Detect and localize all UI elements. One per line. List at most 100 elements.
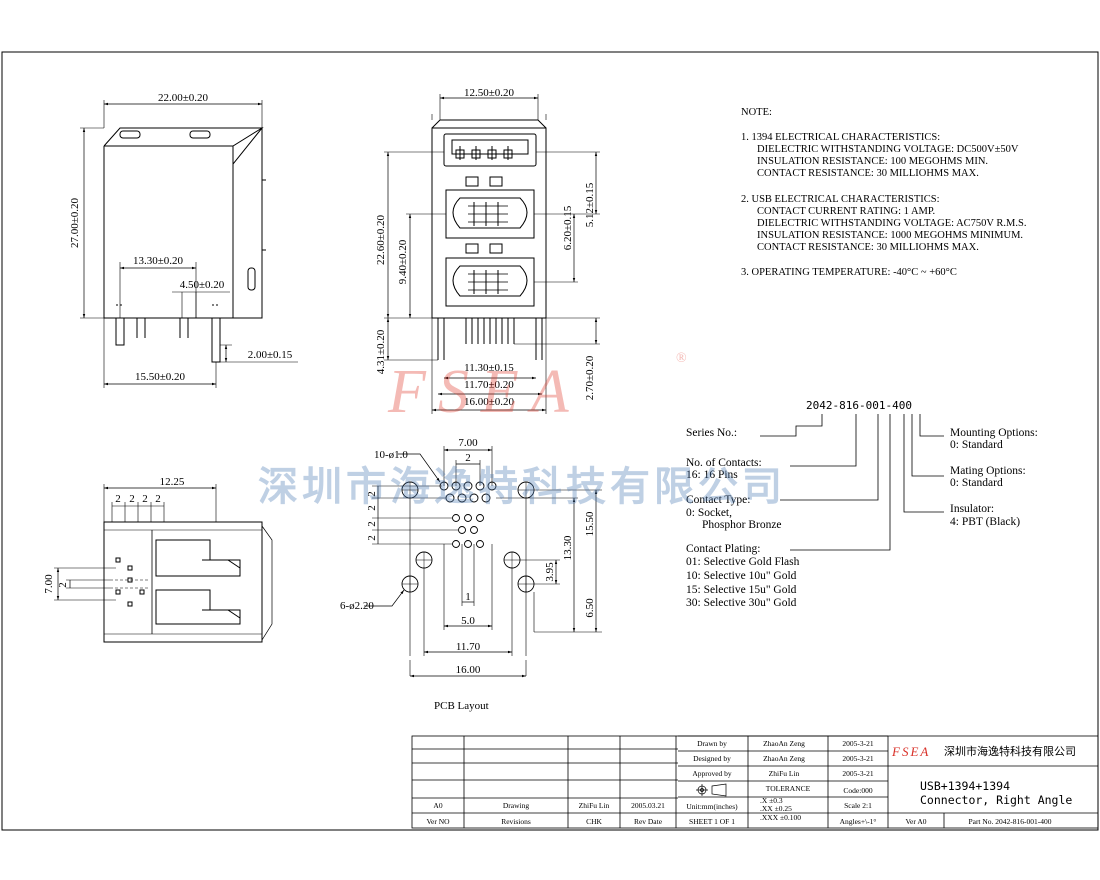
bottom-view-dims: 12.25 2 2 2 2 7.00 2 — [43, 476, 185, 594]
dim-bottom-width: 12.25 — [160, 476, 185, 488]
note-2: 2. USB ELECTRICAL CHARACTERISTICS: — [741, 194, 940, 205]
tb-header-date: Rev Date — [634, 817, 663, 826]
dim-pin-offset: 4.50±0.20 — [180, 279, 225, 291]
tb-rev-date-value: 2005.03.21 — [631, 801, 665, 810]
dim-base: 15.50±0.20 — [135, 371, 186, 383]
dim-bottom-p1: 2 — [115, 493, 121, 505]
value-plating-4: 30: Selective 30u" Gold — [686, 597, 797, 609]
notes-title: NOTE: — [741, 107, 772, 118]
tb-title-2: Connector, Right Angle — [920, 793, 1072, 807]
tb-tol-3: .XXX ±0.100 — [760, 813, 801, 822]
tb-designed-value: ZhaoAn Zeng — [763, 754, 805, 763]
bottom-view — [54, 484, 273, 643]
dim-pcb-w1: 1 — [465, 591, 471, 603]
dim-bottom-h2: 2 — [57, 582, 69, 588]
tb-logo: FSEA — [891, 744, 930, 759]
tb-title-1: USB+1394+1394 — [920, 779, 1010, 793]
dim-w2: 11.70±0.20 — [464, 379, 514, 391]
dim-bottom-p2: 2 — [129, 493, 135, 505]
dim-width: 22.00±0.20 — [158, 92, 209, 104]
dim-pcb-v2: 2 — [366, 505, 378, 511]
value-mounting: 0: Standard — [950, 439, 1003, 451]
tb-tol-2: .XX ±0.25 — [760, 804, 792, 813]
label-mounting: Mounting Options: — [950, 427, 1038, 439]
value-mating: 0: Standard — [950, 477, 1003, 489]
projection-symbol-icon — [696, 783, 727, 797]
part-number-breakdown: 2042-816-001-400 Series No.: No. of Cont… — [686, 399, 1038, 609]
dim-pcb-holes: 10-ø1.0 — [374, 449, 408, 461]
label-mating: Mating Options: — [950, 465, 1026, 477]
tb-drawing: Drawing — [503, 801, 529, 810]
dim-pcb-w3: 11.70 — [456, 641, 481, 653]
dim-pin-length: 2.00±0.15 — [248, 349, 293, 361]
dim-pin-down: 4.31±0.20 — [375, 329, 387, 374]
tb-approved-date: 2005-3-21 — [842, 769, 873, 778]
tb-units: Unit:mm(inches) — [686, 802, 738, 811]
tb-approved-label: Approved by — [692, 769, 732, 778]
dim-top: 12.50±0.20 — [464, 87, 515, 99]
note-2a: CONTACT CURRENT RATING: 1 AMP. — [757, 206, 935, 217]
value-contact-type-2: Phosphor Bronze — [702, 519, 782, 531]
dim-pcb-v1: 2 — [366, 491, 378, 497]
tb-drawn-value: ZhaoAn Zeng — [763, 739, 805, 748]
tb-drawn-label: Drawn by — [697, 739, 727, 748]
tb-angles: Angles+\-1° — [840, 817, 877, 826]
value-contact-type-1: 0: Socket, — [686, 507, 732, 519]
tb-approved-value: ZhiFu Lin — [769, 769, 800, 778]
dim-bottom-h: 7.00 — [43, 574, 55, 594]
value-contacts: 16: 16 Pins — [686, 469, 738, 481]
tb-sheet: SHEET 1 OF 1 — [689, 817, 735, 826]
notes: NOTE: 1. 1394 ELECTRICAL CHARACTERISTICS… — [741, 107, 1026, 278]
dim-bottom-p3: 2 — [142, 493, 148, 505]
watermark: FSEA ® 深圳市海逸特科技有限公司 — [258, 351, 786, 509]
watermark-company: 深圳市海逸特科技有限公司 — [258, 464, 786, 509]
label-contact-type: Contact Type: — [686, 494, 750, 506]
note-2d: CONTACT RESISTANCE: 30 MILLIOHMS MAX. — [757, 242, 979, 253]
tb-scale: Scale 2:1 — [844, 801, 872, 810]
dim-h-r1: 6.20±0.15 — [562, 205, 574, 250]
dim-height: 27.00±0.20 — [69, 197, 81, 248]
dim-pin-span: 13.30±0.20 — [133, 255, 184, 267]
tb-drawn-date: 2005-3-21 — [842, 739, 873, 748]
tb-designed-label: Designed by — [693, 754, 731, 763]
label-contacts: No. of Contacts: — [686, 457, 762, 469]
watermark-logo: FSEA — [387, 358, 581, 426]
tb-ver: Ver A0 — [905, 817, 926, 826]
dim-pcb-v3: 2 — [366, 521, 378, 527]
value-plating-3: 15: Selective 15u" Gold — [686, 584, 797, 596]
dim-w3: 16.00±0.20 — [464, 396, 515, 408]
pcb-layout — [364, 446, 602, 678]
tb-tolerance: TOLERANCE — [766, 784, 811, 793]
dim-h-r2: 5.12±0.15 — [584, 182, 596, 227]
note-1c: CONTACT RESISTANCE: 30 MILLIOHMS MAX. — [757, 168, 979, 179]
dim-pcb-h3: 3.95 — [544, 562, 556, 582]
note-1: 1. 1394 ELECTRICAL CHARACTERISTICS: — [741, 132, 940, 143]
tb-code: Code:000 — [843, 786, 872, 795]
dim-pin-r: 2.70±0.20 — [584, 355, 596, 400]
note-3: 3. OPERATING TEMPERATURE: -40°C ~ +60°C — [741, 267, 957, 278]
front-view — [384, 94, 600, 414]
dim-bottom-p4: 2 — [155, 493, 161, 505]
dim-pcb-h4: 6.50 — [584, 598, 596, 618]
side-view-dims: 22.00±0.20 27.00±0.20 13.30±0.20 4.50±0.… — [69, 92, 293, 383]
dim-pcb-h2: 13.30 — [562, 535, 574, 560]
dim-pcb-big-holes: 6-ø2.20 — [340, 600, 374, 612]
tb-tol-1: .X ±0.3 — [760, 796, 783, 805]
value-plating-1: 01: Selective Gold Flash — [686, 556, 800, 568]
part-code: 2042-816-001-400 — [806, 399, 912, 412]
pcb-dims: 10-ø1.0 7.00 2 2 2 2 2 15.50 13.30 3.95 … — [340, 437, 596, 712]
value-plating-2: 10: Selective 10u" Gold — [686, 570, 797, 582]
tb-company: 深圳市海逸特科技有限公司 — [944, 744, 1076, 758]
title-block-text: Drawn by ZhaoAn Zeng 2005-3-21 Designed … — [426, 739, 1076, 826]
note-1a: DIELECTRIC WITHSTANDING VOLTAGE: DC500V±… — [757, 144, 1019, 155]
dim-pcb-h1: 15.50 — [584, 511, 596, 536]
label-insulator: Insulator: — [950, 503, 994, 515]
dim-pcb-pitch-top: 7.00 — [458, 437, 478, 449]
dim-pcb-v4: 2 — [366, 535, 378, 541]
side-view — [80, 100, 298, 388]
label-series: Series No.: — [686, 427, 737, 439]
tb-rev-value: A0 — [433, 801, 442, 810]
label-plating: Contact Plating: — [686, 543, 760, 555]
tb-chk-value: ZhiFu Lin — [579, 801, 610, 810]
